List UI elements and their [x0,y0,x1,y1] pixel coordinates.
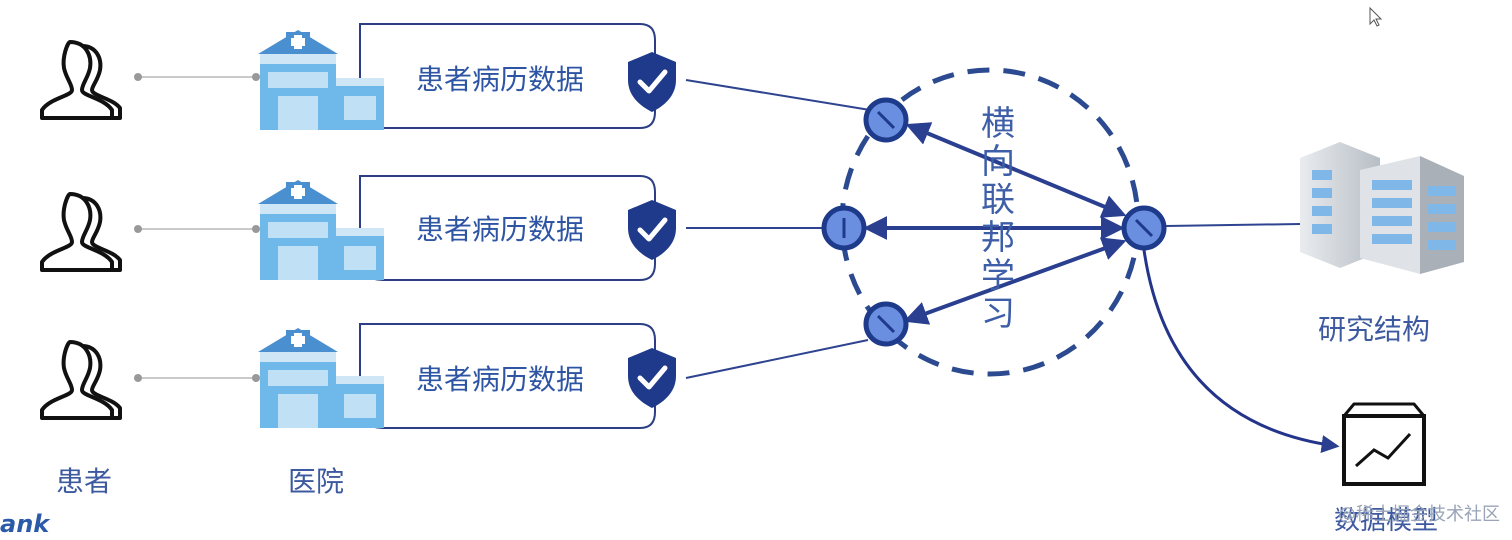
federated-char: 联 [981,180,1015,220]
chart-box-icon [1342,402,1426,486]
record-label: 患者病历数据 [416,213,585,246]
federated-char: 习 [981,294,1015,334]
federated-arrows [863,122,1127,325]
patient-connectors [134,73,260,382]
record-to-node-lines [685,79,871,379]
federated-char: 向 [981,142,1015,182]
hospital-icon [258,180,384,280]
shield-check-icon [628,52,676,112]
federated-learning-label: 横 向 联 邦 学 习 [978,105,1018,333]
shield-check-icon [628,200,676,260]
research-label: 研究结构 [1318,313,1431,346]
client-node [821,205,867,251]
user-group-icon [40,340,122,420]
brand-text: ank [0,510,50,538]
client-node [863,301,909,347]
user-group-icon [40,40,122,120]
record-label: 患者病历数据 [416,363,585,396]
server-building-icon [1300,142,1464,274]
server-node [1121,205,1167,251]
hospitals-label: 医院 [288,465,345,498]
federated-char: 横 [981,104,1015,144]
federated-char: 学 [981,256,1015,296]
shield-check-icon [628,348,676,408]
federated-char: 邦 [981,218,1015,258]
hospital-icon [258,328,384,428]
server-to-model-arrow [1142,249,1340,453]
hospital-icon [258,30,384,130]
cursor-icon [1369,6,1383,27]
record-label: 患者病历数据 [416,63,585,96]
user-group-icon [40,192,122,272]
patients-label: 患者 [56,465,113,498]
model-label: 数据模型 [1334,506,1439,536]
server-to-research-line [1165,223,1301,227]
watermark: @稀土掘金技术社区 [1338,504,1500,525]
client-node [863,97,909,143]
